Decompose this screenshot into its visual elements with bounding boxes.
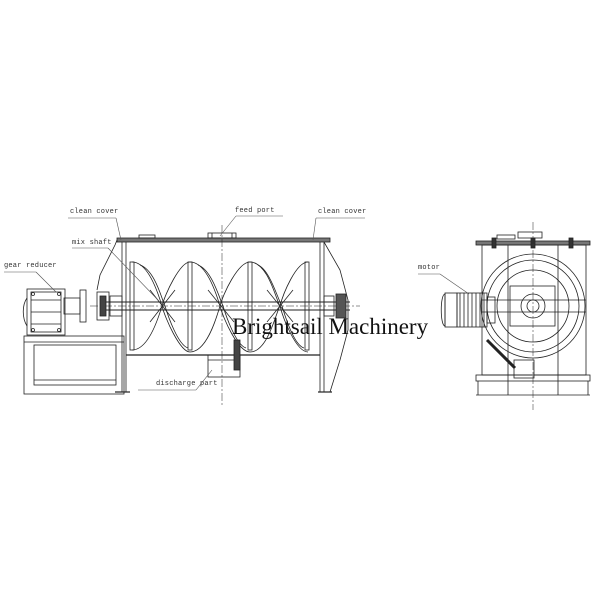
label-feed-port: feed port (235, 207, 275, 215)
ribbon-agitator (129, 261, 310, 353)
label-clean-cover-left: clean cover (70, 208, 119, 216)
label-motor: motor (418, 264, 441, 272)
label-clean-cover-right: clean cover (318, 208, 367, 216)
top-cover-plate (116, 237, 331, 243)
side-view (440, 222, 591, 410)
coupling (96, 291, 110, 321)
base-frame (23, 335, 125, 395)
label-mix-shaft: mix shaft (72, 239, 112, 247)
leader-lines (4, 215, 470, 391)
label-gear-reducer: gear reducer (4, 262, 57, 270)
label-discharge-part: discharge part (156, 380, 218, 388)
motor (440, 292, 496, 328)
gear-reducer (22, 288, 66, 336)
watermark-text: Brightsail Machinery (232, 314, 429, 339)
front-view (22, 225, 360, 405)
